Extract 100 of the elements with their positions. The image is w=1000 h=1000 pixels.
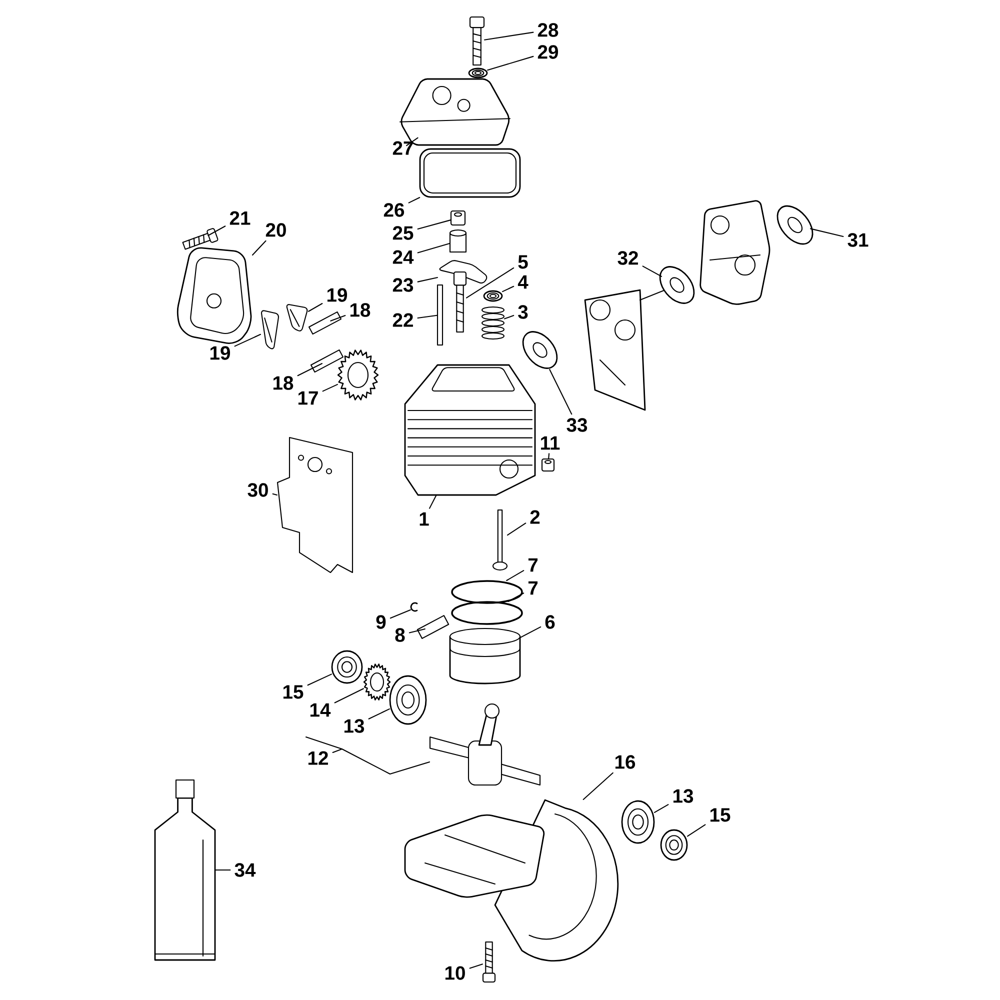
piston-ring-drawing (451, 601, 523, 625)
tube-drawing (154, 779, 216, 961)
leader-line (469, 964, 483, 969)
leader-line (406, 137, 418, 146)
leader-line (234, 334, 261, 347)
callout-number: 11 (541, 436, 560, 450)
leader-line (417, 277, 438, 282)
callout-number: 18 (273, 376, 294, 390)
pin-drawing (308, 311, 342, 335)
shield-plate-drawing (276, 436, 354, 574)
leader-line (484, 32, 534, 40)
callout-number: 4 (518, 275, 528, 289)
leader-line (297, 362, 323, 376)
leader-line (582, 772, 614, 800)
leader-line (654, 804, 669, 813)
leader-line (334, 688, 364, 704)
callout-number: 21 (230, 211, 250, 225)
callout-number: 13 (344, 719, 364, 733)
pin-drawing (310, 349, 344, 373)
leader-line (308, 302, 323, 312)
leader-line (548, 453, 550, 459)
leader-line (208, 226, 226, 236)
callout-number: 15 (710, 808, 730, 822)
leader-line (549, 369, 572, 415)
callout-number: 25 (392, 226, 414, 240)
crankcase-drawing (404, 799, 619, 962)
nut-drawing (450, 210, 466, 226)
leader-line (252, 240, 266, 256)
callout-number: 14 (310, 703, 331, 717)
leader-line (322, 384, 338, 392)
callout-number: 17 (298, 391, 318, 405)
callout-number: 19 (327, 288, 348, 302)
gasket-drawing (522, 331, 558, 369)
piston-ring-drawing (451, 580, 523, 604)
callout-number: 29 (538, 45, 558, 59)
bolt-drawing (482, 941, 496, 983)
leader-line (417, 220, 451, 230)
gear-drawing (363, 664, 391, 700)
callout-number: 8 (395, 628, 405, 642)
gasket-drawing (419, 148, 521, 198)
leader-line (215, 869, 231, 871)
callout-number: 18 (350, 303, 370, 317)
sleeve-drawing (449, 229, 467, 253)
leader-line (642, 266, 662, 277)
bolt-drawing (469, 16, 485, 66)
pin-drawing (436, 284, 444, 346)
callout-number: 27 (392, 141, 413, 155)
leader-line (507, 522, 526, 536)
leader-line (417, 314, 438, 319)
callout-number: 7 (528, 581, 538, 595)
callout-number: 3 (518, 305, 528, 319)
callout-number: 26 (384, 203, 404, 217)
leader-line (330, 314, 346, 322)
callout-number: 12 (308, 751, 328, 765)
bearing-drawing (621, 800, 655, 844)
leader-line (408, 628, 426, 634)
callout-number: 7 (528, 558, 538, 572)
callout-number: 1 (420, 512, 429, 526)
leader-line (390, 609, 411, 619)
pin-drawing (416, 615, 450, 639)
rocker-arm-drawing (439, 260, 488, 284)
callout-number: 15 (283, 685, 304, 699)
callout-number: 16 (615, 755, 636, 769)
leader-line (687, 824, 706, 837)
clip-drawing (410, 602, 418, 612)
callout-number: 20 (266, 223, 286, 237)
leader-line (810, 228, 844, 238)
washer-drawing (468, 68, 488, 78)
leader-line (305, 736, 430, 775)
leader-line (506, 570, 524, 582)
leader-line (307, 674, 332, 686)
nut-drawing (541, 458, 555, 472)
rocker-lever-drawing (260, 310, 280, 350)
washer-drawing (483, 290, 503, 302)
leader-line (408, 197, 420, 204)
leader-line (502, 286, 514, 292)
callout-number: 32 (618, 251, 638, 265)
callout-number: 33 (566, 418, 588, 432)
rocker-lever-drawing (286, 304, 308, 332)
leader-line (429, 495, 437, 509)
bearing-drawing (331, 650, 363, 684)
gasket-drawing (776, 205, 814, 245)
valve-drawing (492, 509, 508, 571)
callout-number: 5 (518, 255, 528, 269)
spring-drawing (481, 306, 505, 340)
callout-number: 34 (234, 863, 256, 877)
leader-line (508, 592, 524, 602)
callout-number: 24 (392, 250, 414, 264)
piston-drawing (449, 628, 521, 684)
callout-number: 2 (530, 510, 540, 524)
leader-line (466, 267, 514, 298)
bearing-drawing (389, 675, 427, 725)
callout-number: 13 (673, 789, 694, 803)
callout-number: 28 (538, 23, 558, 37)
callout-number: 10 (445, 966, 465, 980)
leader-line (520, 626, 542, 638)
leader-line (368, 708, 390, 720)
callout-number: 6 (545, 615, 555, 629)
callout-number: 31 (848, 233, 868, 247)
leader-line (487, 56, 534, 71)
